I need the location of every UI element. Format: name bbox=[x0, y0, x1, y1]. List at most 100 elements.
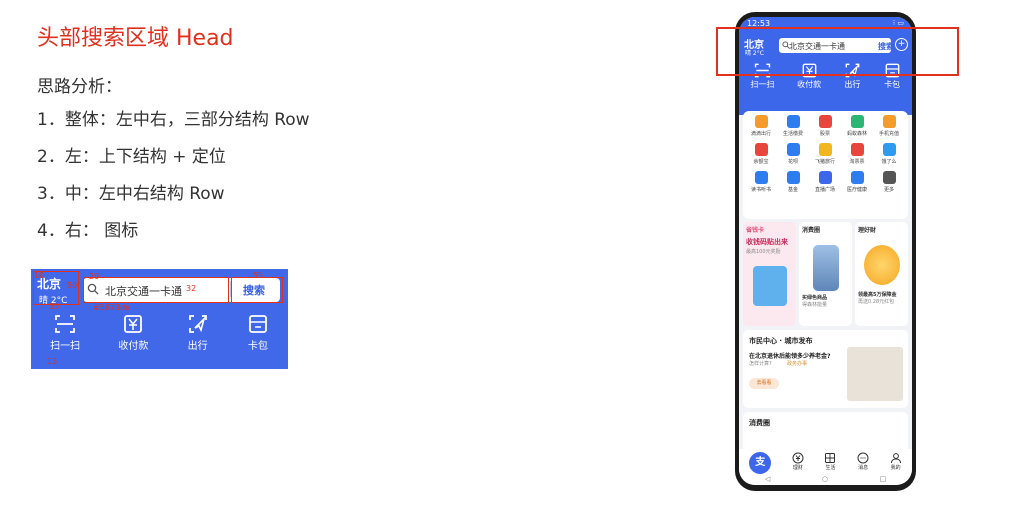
app-grid-label: 饿了么 bbox=[881, 159, 897, 165]
tab-profile[interactable]: 我的 bbox=[890, 452, 902, 471]
travel-icon bbox=[188, 315, 207, 333]
app-grid-item[interactable]: 飞猪旅行 bbox=[809, 143, 841, 165]
app-grid-item[interactable]: 生活缴费 bbox=[777, 115, 809, 137]
news-card[interactable]: 市民中心 · 城市发布 在北京退休后能领多少养老金? 怎样计算? 政务办事 去看… bbox=[743, 330, 908, 408]
app-grid-item[interactable]: 饿了么 bbox=[873, 143, 905, 165]
tab-messages[interactable]: 消息 bbox=[857, 452, 869, 471]
quick-wallet-label: 卡包 bbox=[884, 80, 901, 89]
header-highlight-box bbox=[716, 27, 959, 76]
tab-finance[interactable]: 理财 bbox=[792, 452, 804, 471]
app-grid-item[interactable]: 更多 bbox=[873, 171, 905, 193]
consumer-circle-heading: 消费圈 bbox=[749, 419, 770, 427]
bottom-tab-bar: 支 理财 生活 消息 我的 bbox=[739, 449, 912, 485]
quick-pay-label: 收付款 bbox=[797, 80, 822, 89]
quick-scan-label: 扫一扫 bbox=[750, 80, 775, 89]
app-icon bbox=[882, 143, 896, 156]
phone-product-image bbox=[812, 245, 839, 291]
tab-messages-label: 消息 bbox=[858, 465, 869, 471]
app-grid-item[interactable]: 读书听书 bbox=[745, 171, 777, 193]
app-grid-item[interactable]: 淘票票 bbox=[841, 143, 873, 165]
app-icon bbox=[850, 171, 864, 184]
app-grid-item[interactable]: 蚂蚁森林 bbox=[841, 115, 873, 137]
app-grid-item[interactable]: 花呗 bbox=[777, 143, 809, 165]
app-icon bbox=[786, 171, 800, 184]
plus-icon[interactable]: + bbox=[895, 38, 908, 51]
consumer-circle-card[interactable]: 消费圈 bbox=[743, 412, 908, 452]
annotation-10: 10 bbox=[34, 271, 45, 280]
app-icon bbox=[818, 115, 832, 128]
quick-scan[interactable]: 扫一扫 bbox=[750, 62, 774, 90]
annotation-box-button bbox=[231, 277, 283, 303]
news-sub: 怎样计算? bbox=[749, 361, 772, 367]
zoom-temperature: 晴 2°C bbox=[39, 296, 68, 306]
app-grid-label: 股票 bbox=[819, 131, 830, 137]
app-grid-item[interactable]: 股票 bbox=[809, 115, 841, 137]
news-image bbox=[847, 347, 903, 401]
app-grid-label: 滴滴出行 bbox=[750, 131, 771, 137]
promo-3-sub: 再送0.28元红包 bbox=[858, 299, 895, 305]
app-grid-label: 飞猪旅行 bbox=[814, 159, 835, 165]
app-grid-label: 更多 bbox=[883, 187, 894, 193]
app-grid-label: 生活缴费 bbox=[782, 131, 803, 137]
news-title: 在北京退休后能领多少养老金? bbox=[749, 353, 831, 360]
zoom-search-button[interactable]: 搜索 bbox=[243, 284, 265, 297]
phone-mockup: 12:53 ⁝ ▭ 北京 晴 2°C 北京交通一卡通 搜索 + 扫一扫 收付款 … bbox=[735, 12, 916, 491]
zoom-quick-pay-label: 收付款 bbox=[118, 341, 149, 352]
app-grid-item[interactable]: 直播广场 bbox=[809, 171, 841, 193]
city-name[interactable]: 北京 bbox=[744, 40, 764, 51]
zoom-quick-travel[interactable]: 出行 bbox=[187, 313, 209, 352]
annotation-35: 35 bbox=[49, 302, 60, 311]
app-icon bbox=[850, 115, 864, 128]
promo-card-1[interactable]: 省钱卡 收钱码贴出来 最高100元奖励 bbox=[743, 222, 796, 326]
promo-1-sub: 最高100元奖励 bbox=[746, 249, 781, 255]
finance-icon bbox=[792, 452, 804, 464]
search-button[interactable]: 搜索 bbox=[878, 42, 894, 51]
nav-back-icon[interactable]: ◁ bbox=[764, 475, 771, 483]
zoom-quick-scan[interactable]: 扫一扫 bbox=[50, 313, 80, 352]
annotated-header-zoom: 北京 晴 2°C 北京交通一卡通 搜索 + 10 50 20 32 55 35 … bbox=[31, 269, 288, 369]
zoom-city: 北京 bbox=[37, 277, 62, 291]
annotation-20: 20 bbox=[89, 272, 100, 281]
tab-life[interactable]: 生活 bbox=[824, 452, 836, 471]
annotation-box-search bbox=[83, 277, 229, 303]
news-button[interactable]: 去看看 bbox=[749, 378, 779, 389]
app-grid-item[interactable]: 基金 bbox=[777, 171, 809, 193]
promo-card-2[interactable]: 消费圈 买绿色商品 得森林能量 bbox=[799, 222, 852, 326]
alipay-home-icon: 支 bbox=[749, 452, 772, 474]
scan-icon bbox=[55, 315, 76, 333]
weather: 晴 2°C bbox=[745, 50, 764, 57]
search-icon bbox=[87, 283, 99, 295]
app-grid-item[interactable]: 滴滴出行 bbox=[745, 115, 777, 137]
nav-home-icon[interactable]: ○ bbox=[821, 475, 828, 483]
zoom-quick-pay[interactable]: 收付款 bbox=[118, 313, 148, 352]
app-grid-item[interactable]: 余额宝 bbox=[745, 143, 777, 165]
app-grid-item[interactable]: 手机充值 bbox=[873, 115, 905, 137]
app-grid-label: 直播广场 bbox=[814, 187, 835, 193]
zoom-quick-travel-label: 出行 bbox=[187, 341, 208, 352]
nav-recent-icon[interactable]: □ bbox=[879, 475, 887, 483]
app-grid-label: 手机充值 bbox=[878, 131, 899, 137]
zoom-search-box[interactable] bbox=[83, 278, 280, 302]
zoom-quick-scan-label: 扫一扫 bbox=[50, 341, 81, 352]
coin-image bbox=[863, 245, 900, 285]
quick-wallet[interactable]: 卡包 bbox=[884, 62, 901, 90]
app-grid-item[interactable]: 医疗健康 bbox=[841, 171, 873, 193]
zoom-divider bbox=[230, 281, 231, 297]
annotation-55: 55 bbox=[253, 271, 264, 280]
status-time: 12:53 bbox=[747, 19, 771, 28]
news-heading: 市民中心 · 城市发布 bbox=[749, 337, 813, 345]
app-icon bbox=[882, 171, 896, 184]
zoom-quick-actions: 扫一扫 收付款 出行 卡包 bbox=[31, 313, 288, 352]
tab-home[interactable]: 支 bbox=[749, 452, 772, 474]
quick-travel-label: 出行 bbox=[844, 80, 861, 89]
promo-1-head: 省钱卡 bbox=[746, 227, 765, 234]
search-icon bbox=[782, 41, 790, 49]
search-input[interactable] bbox=[779, 38, 891, 53]
zoom-search-text: 北京交通一卡通 bbox=[105, 285, 182, 298]
annotation-box-left bbox=[33, 271, 79, 305]
app-icon bbox=[754, 171, 768, 184]
app-icon bbox=[754, 115, 768, 128]
zoom-quick-wallet[interactable]: 卡包 bbox=[247, 313, 269, 352]
promo-card-3[interactable]: 理好财 领最高5万保障金 再送0.28元红包 bbox=[855, 222, 908, 326]
tab-profile-label: 我的 bbox=[890, 465, 901, 471]
